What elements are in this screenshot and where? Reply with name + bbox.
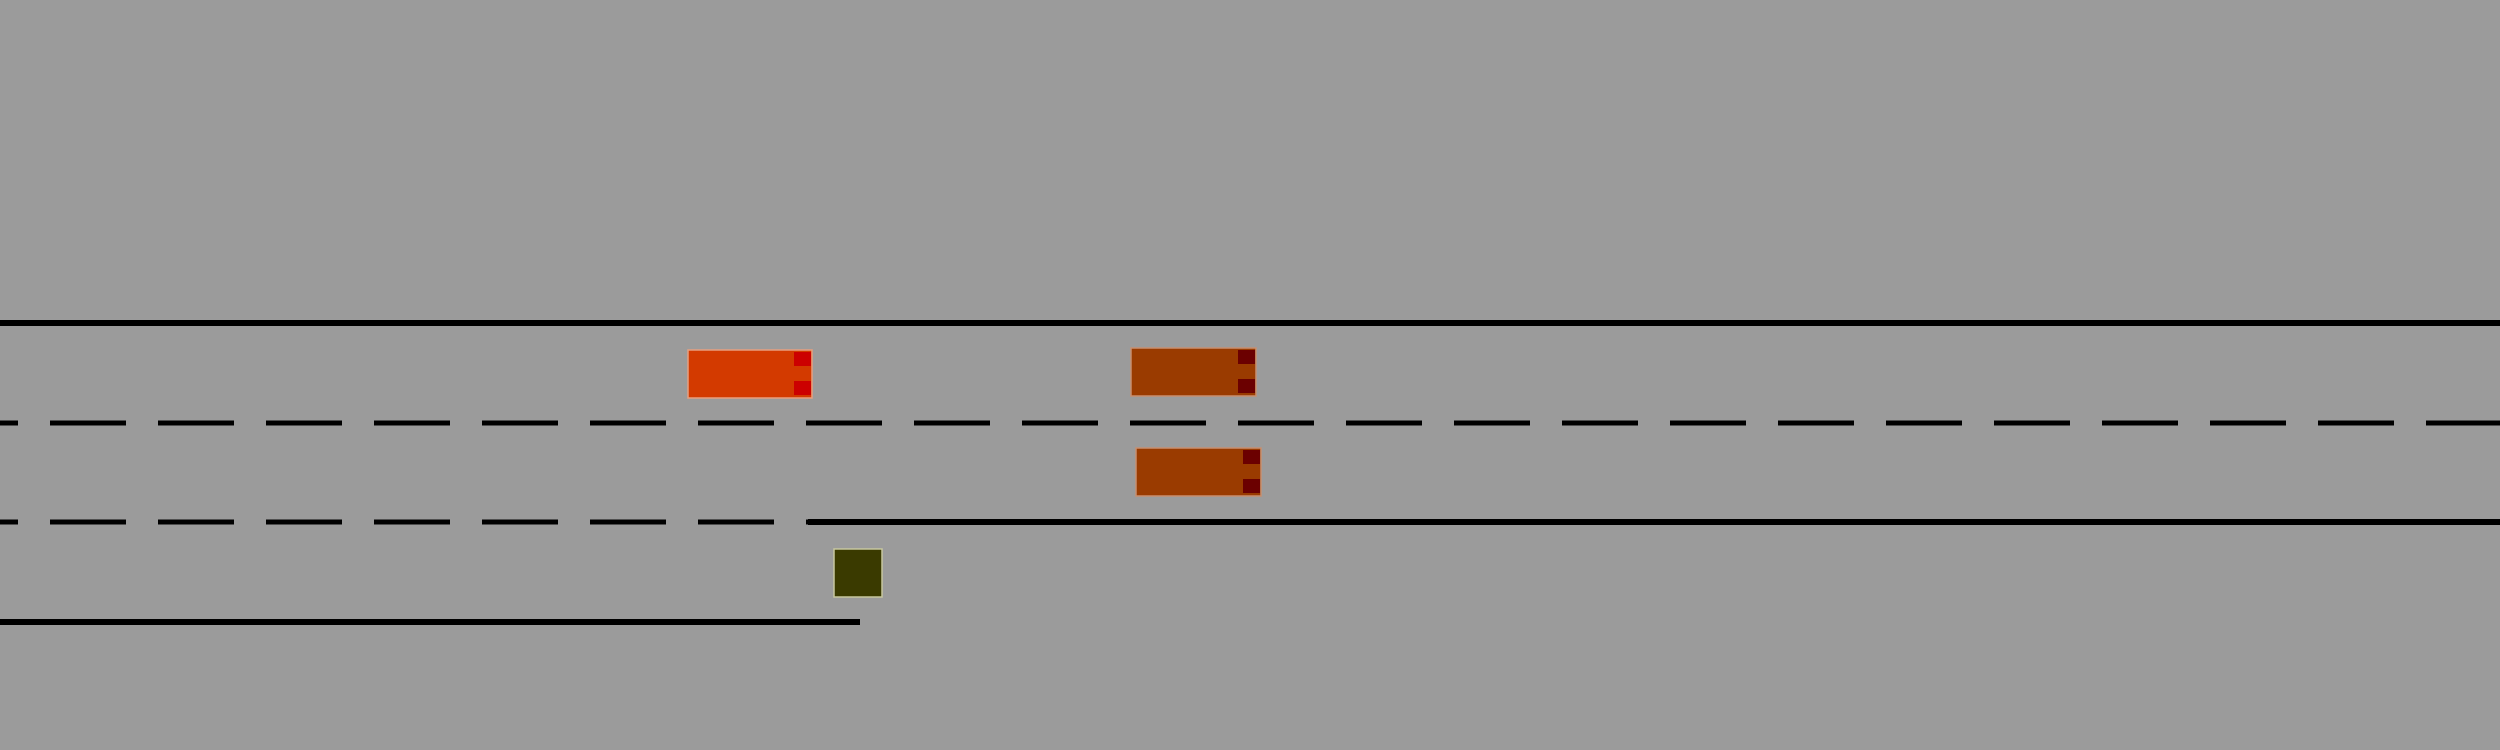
ego-vehicle xyxy=(687,349,813,399)
other-vehicle-upper-light-top xyxy=(1238,350,1255,364)
other-vehicle-upper xyxy=(1130,347,1257,397)
other-vehicle-upper-light-bottom xyxy=(1238,379,1255,393)
other-vehicle-middle-light-bottom xyxy=(1243,479,1260,493)
other-vehicle-middle-body xyxy=(1135,447,1262,497)
other-vehicle-upper-body xyxy=(1130,347,1257,397)
ego-vehicle-light-bottom xyxy=(794,381,811,395)
ego-vehicle-body xyxy=(687,349,813,399)
other-vehicle-middle xyxy=(1135,447,1262,497)
other-vehicle-middle-light-top xyxy=(1243,450,1260,464)
ego-vehicle-light-top xyxy=(794,352,811,366)
merge-lane-obstacle xyxy=(833,548,883,598)
